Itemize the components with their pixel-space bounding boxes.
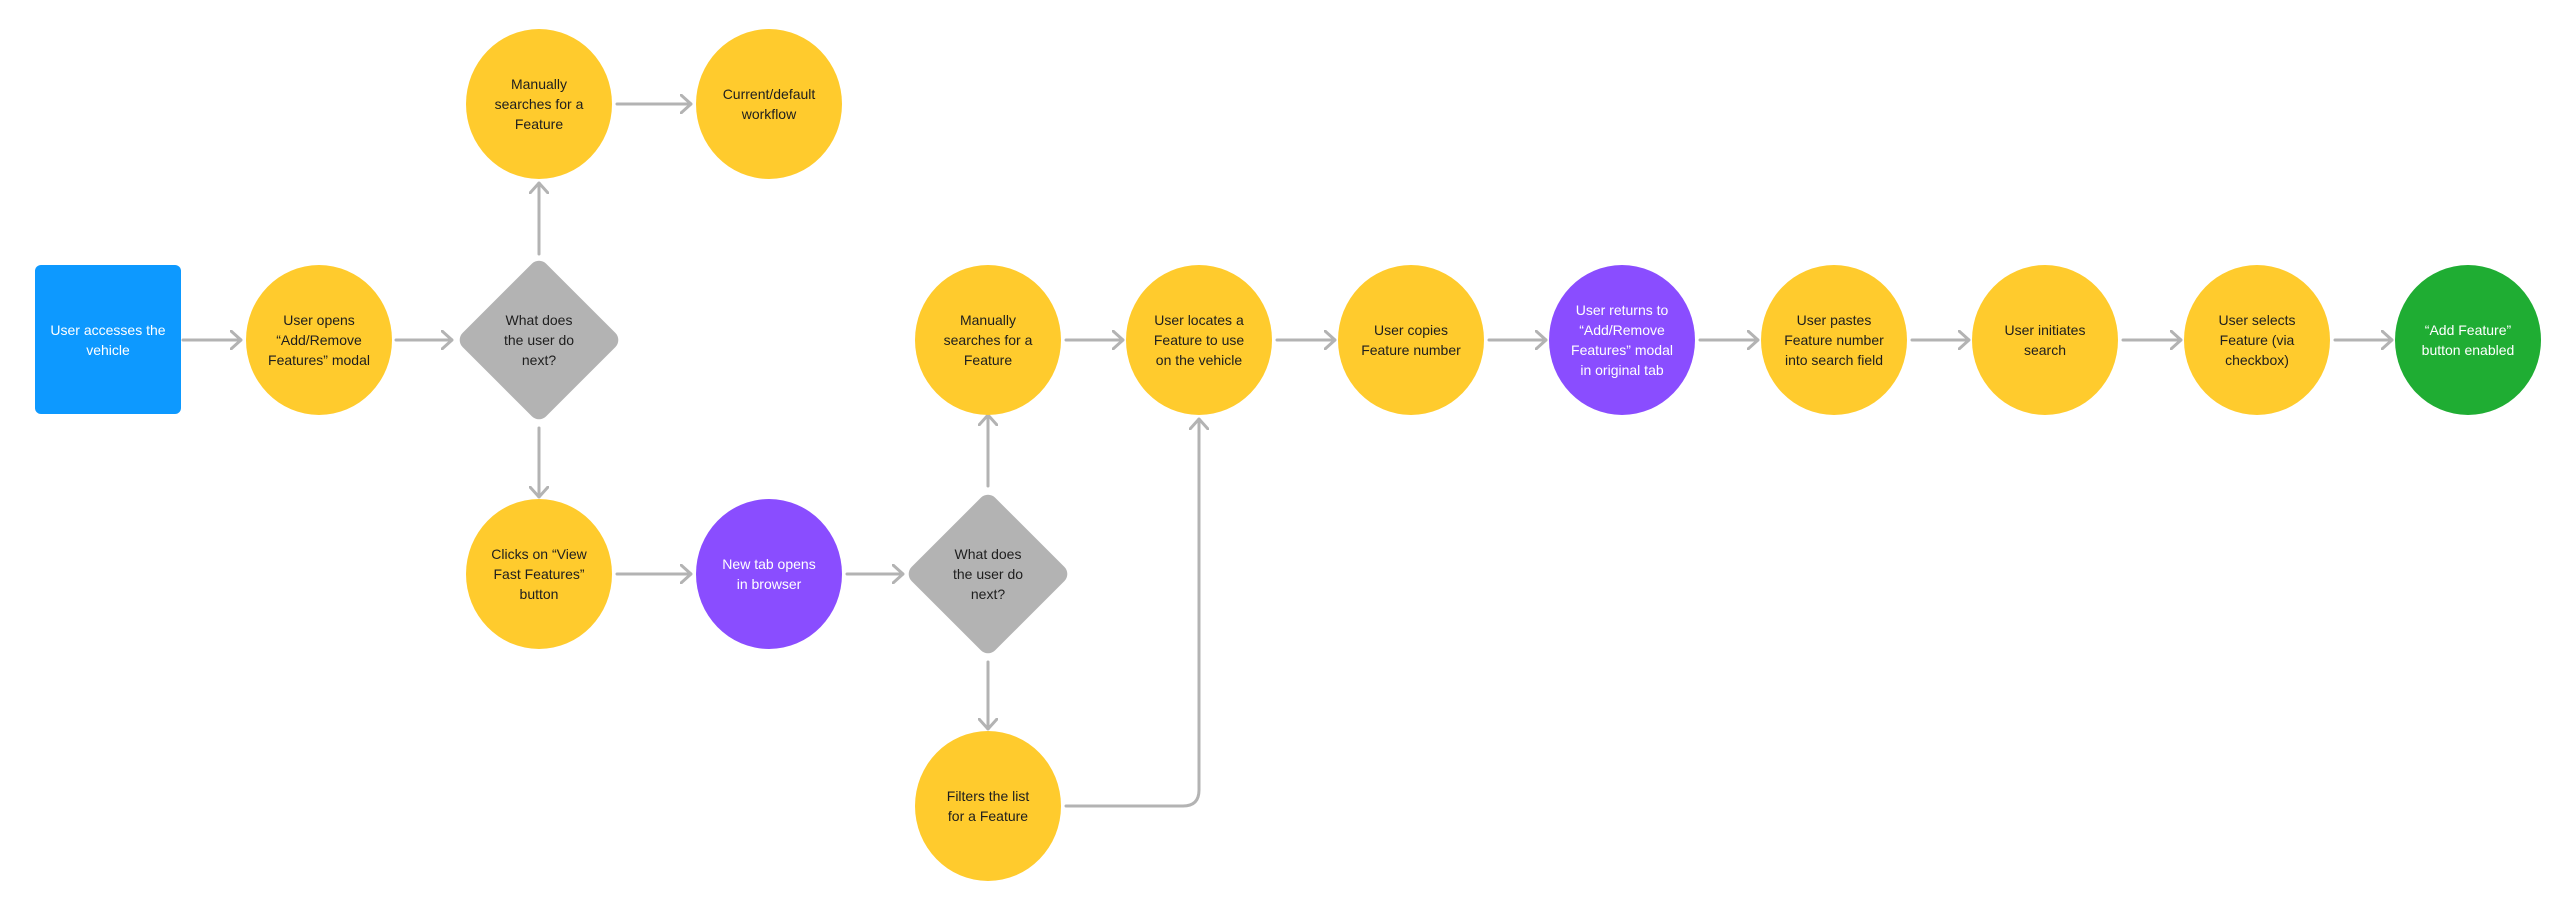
node-label: New tab opens in browser xyxy=(722,556,816,592)
decision-node-1: What does the user do next? xyxy=(455,255,623,425)
node-user-selects-feature: User selects Feature (via checkbox) xyxy=(2184,265,2330,415)
node-user-initiates-search: User initiates search xyxy=(1972,265,2118,415)
node-label: User returns to “Add/Remove Features” mo… xyxy=(1571,302,1673,378)
node-user-pastes-number: User pastes Feature number into search f… xyxy=(1761,265,1907,415)
node-new-tab-opens: New tab opens in browser xyxy=(696,499,842,649)
node-clicks-view-fast-features: Clicks on “View Fast Features” button xyxy=(466,499,612,649)
node-user-opens-modal: User opens “Add/Remove Features” modal xyxy=(246,265,392,415)
node-label: User locates a Feature to use on the veh… xyxy=(1153,312,1245,368)
node-filters-list: Filters the list for a Feature xyxy=(915,731,1061,881)
node-label: Filters the list for a Feature xyxy=(946,788,1030,824)
node-user-copies-number: User copies Feature number xyxy=(1338,265,1484,415)
arrow-filters-to-locates xyxy=(1064,417,1199,808)
node-add-feature-enabled: “Add Feature” button enabled xyxy=(2395,265,2541,415)
node-label: User pastes Feature number into search f… xyxy=(1784,312,1884,368)
node-label: Manually searches for a Feature xyxy=(494,76,584,132)
node-manual-search-2: Manually searches for a Feature xyxy=(915,265,1061,415)
node-label: Clicks on “View Fast Features” button xyxy=(491,546,587,602)
node-label: User initiates search xyxy=(2004,322,2086,358)
node-label: User copies Feature number xyxy=(1361,322,1461,358)
node-manual-search-1: Manually searches for a Feature xyxy=(466,29,612,179)
node-label: User selects Feature (via checkbox) xyxy=(2218,312,2296,368)
node-user-accesses-vehicle: User accesses the vehicle xyxy=(35,265,181,414)
node-label: User accesses the vehicle xyxy=(50,321,166,358)
node-label: What does the user do next? xyxy=(952,546,1024,602)
node-label: “Add Feature” button enabled xyxy=(2421,322,2515,358)
node-label: What does the user do next? xyxy=(503,312,575,368)
node-label: User opens “Add/Remove Features” modal xyxy=(268,312,370,368)
node-user-locates-feature: User locates a Feature to use on the veh… xyxy=(1126,265,1272,415)
decision-node-2: What does the user do next? xyxy=(904,489,1072,659)
node-current-default-workflow: Current/default workflow xyxy=(696,29,842,179)
node-user-returns-modal: User returns to “Add/Remove Features” mo… xyxy=(1549,265,1695,415)
node-label: Manually searches for a Feature xyxy=(943,312,1033,368)
node-label: Current/default workflow xyxy=(722,86,816,122)
